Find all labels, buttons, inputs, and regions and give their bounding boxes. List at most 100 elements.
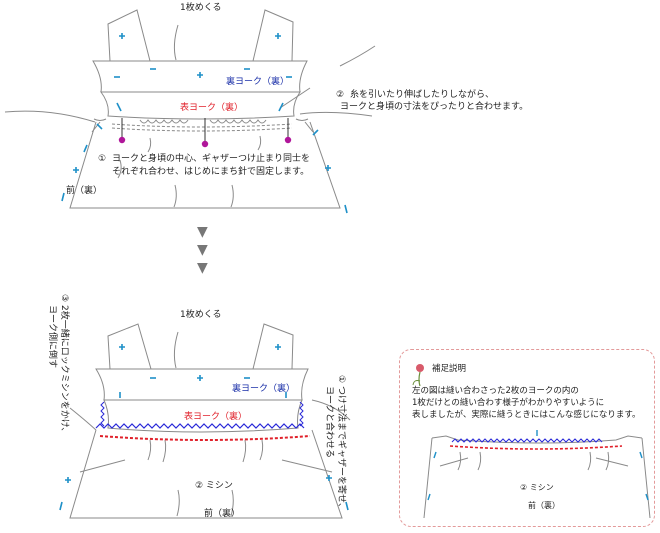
sew-label: ② ミシン [195,481,233,491]
gather-mark-left [93,118,107,121]
step1-line1: ヨークと身頃の中心、ギャザーつけ止まり同士を [112,152,310,164]
body-piece [69,121,341,209]
drape-fold [147,137,152,153]
plus-mark [197,375,203,381]
bottom-labels: 1枚めくる 裏ヨーク（裏） 表ヨーク（裏） ② ミシン 前（裏） [180,308,295,519]
note-line3: 表しましたが、実際に縫うときにはこんな感じになります。 [412,409,640,420]
needle-line-right [595,457,629,467]
drape-fold [230,184,234,208]
step2-line1: 糸を引いたり伸ばしたりしながら、 [350,88,494,100]
pin-head-icon [284,136,292,144]
right-vertical-annotation: ① つけ寸法までギャザーを寄せ、 ヨークと合わせる [324,375,348,512]
notch-mark [427,493,431,501]
down-arrows: ▼ ▼ ▼ [197,224,208,276]
note-sew-label: ② ミシン [520,483,554,492]
drape-fold [173,184,177,208]
front-yoke-label: 表ヨーク（裏） [180,101,243,113]
drape-fold [176,489,180,517]
gather-end-left [91,121,101,133]
notch-mark [639,451,643,459]
pin-head-icon [201,140,209,148]
body-label: 前（裏） [204,507,240,519]
step2-line2: ヨークと身頃の寸法をぴったりと合わせます。 [340,100,528,112]
right-shoulder-strap [252,9,294,62]
drape-fold [230,489,234,517]
plus-mark [275,33,281,39]
loose-thread [339,45,376,67]
right-shoulder-strap [252,323,294,370]
step2-number: ② [336,90,344,100]
front-yoke-piece [100,91,301,120]
drape-fold [117,159,122,179]
note-line2: 1枚だけとの縫い合わす様子がわかりやすいように [412,397,604,408]
notch-mark [116,102,122,112]
left-vertical-annotation: ③ 2枚一緒にロックミシンをかけ、 ヨーク側に倒す [47,294,71,436]
right-vertical-line2: ヨークと合わせる [324,386,336,458]
flower-stem [418,371,421,387]
note-flower-icon [412,364,424,387]
step1-line2: それぞれ合わせ、はじめにまち針で固定します。 [112,165,309,177]
plus-mark [119,33,125,39]
notch-mark [344,204,348,214]
plus-mark [197,72,203,78]
drape-fold [242,439,247,463]
gather-ruffle-right [209,119,267,124]
flip-curve [173,24,179,61]
thread-left [4,110,96,123]
drape-fold [477,451,482,471]
drape-fold [147,439,152,461]
gather-stitch-1 [111,123,293,128]
plus-mark [326,475,332,481]
right-edge-zigzag [299,401,304,427]
plus-mark [119,344,125,350]
body-piece [69,429,343,519]
needle-line-left [439,457,469,467]
body-label: 前（裏） [66,184,102,196]
left-edge-zigzag [100,401,105,427]
notch-mark [83,144,88,153]
down-arrow-icon: ▼ [197,242,208,258]
notch-mark [312,129,319,136]
right-vertical-line1: つけ寸法までギャザーを寄せ、 [336,386,348,512]
left-vertical-number: ③ [59,294,69,302]
left-vertical-line2: ヨーク側に倒す [47,305,59,368]
notch-mark [433,451,437,459]
pin-head-icon [118,136,126,144]
needle-line-right [281,459,333,473]
overlock-stitch [95,423,305,429]
note-line1: 左の図は縫い合わさった2枚のヨークの内の [412,385,579,396]
bottom-notch-marks [59,344,349,511]
right-vertical-number: ① [336,375,346,383]
top-pins-heads [118,136,292,148]
notch-mark [278,102,284,112]
bottom-diagram [69,323,351,519]
notch-mark [61,192,65,202]
back-yoke-label: 裏ヨーク（裏） [226,75,289,87]
mini-seam-stitch [449,445,623,450]
note-labels: 補足説明 左の図は縫い合わさった2枚のヨークの内の 1枚だけとの縫い合わす様子が… [412,363,640,510]
note-body-label: 前（裏） [528,500,560,510]
note-title: 補足説明 [432,363,466,374]
flip-label: 1枚めくる [180,1,222,13]
front-yoke-label: 表ヨーク（裏） [184,410,247,422]
mini-body-sides [423,437,651,519]
gather-stitch-2 [111,127,293,132]
front-yoke-piece [103,399,303,433]
drape-fold [259,439,264,461]
down-arrow-icon: ▼ [197,260,208,276]
flower-leaf [412,380,421,386]
top-diagram [4,9,376,209]
thread-right [299,111,373,117]
notch-mark [345,501,349,511]
gather-ruffle-left [139,119,189,124]
needle-line-left [79,459,126,473]
annotation-pointer [311,399,351,421]
mini-notch-marks [427,430,649,501]
mini-overlock-stitch [451,438,603,443]
down-arrow-icon: ▼ [197,224,208,240]
seam-stitch [99,435,311,441]
annotation-pointer [69,407,97,431]
flower-head [416,364,424,372]
step1-number: ① [98,154,106,164]
top-labels: 1枚めくる 裏ヨーク（裏） 表ヨーク（裏） ① ヨークと身頃の中心、ギャザーつけ… [66,1,528,196]
